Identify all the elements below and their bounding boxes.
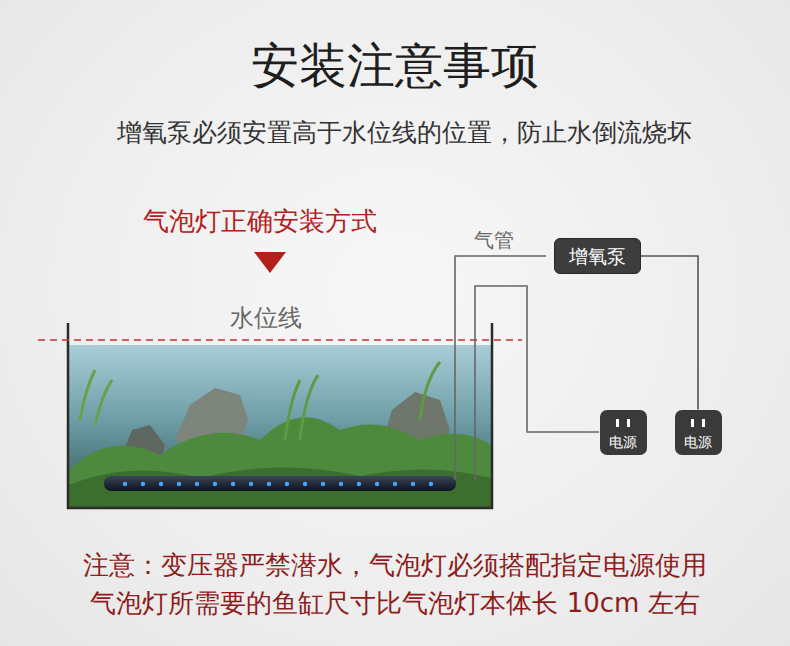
page-title: 安装注意事项 xyxy=(251,37,539,95)
bubble-light xyxy=(104,476,456,491)
section-heading: 气泡灯正确安装方式 xyxy=(143,206,377,237)
socket-slot xyxy=(616,419,619,427)
tube-label: 气管 xyxy=(474,228,514,252)
socket-slot xyxy=(627,419,630,427)
socket-slot xyxy=(691,419,694,427)
water xyxy=(69,345,491,507)
water-level-label: 水位线 xyxy=(230,304,302,333)
power-wire xyxy=(475,286,599,481)
power-socket: 电源 xyxy=(600,410,647,455)
water-level-line xyxy=(38,339,522,340)
moss-bed xyxy=(69,417,491,507)
install-note: 增氧泵必须安置高于水位线的位置，防止水倒流烧坏 xyxy=(117,118,692,148)
pointer-triangle xyxy=(254,252,286,273)
power-cord xyxy=(641,256,699,410)
plant-stems xyxy=(80,370,112,425)
socket-slot xyxy=(702,419,705,427)
pump-label: 增氧泵 xyxy=(555,245,640,268)
air-tube xyxy=(455,256,546,480)
led-dots xyxy=(123,482,433,486)
plant-stems xyxy=(285,362,440,440)
tank-glass xyxy=(68,323,492,508)
air-pump-box: 增氧泵 xyxy=(554,238,641,275)
size-note: 气泡灯所需要的鱼缸尺寸比气泡灯本体长 10cm 左右 xyxy=(90,588,699,619)
power-socket: 电源 xyxy=(675,410,722,455)
socket-label: 电源 xyxy=(675,434,722,451)
socket-label: 电源 xyxy=(600,434,647,451)
moss-front xyxy=(69,467,491,507)
warning-note: 注意：变压器严禁潜水，气泡灯必须搭配指定电源使用 xyxy=(83,550,707,581)
